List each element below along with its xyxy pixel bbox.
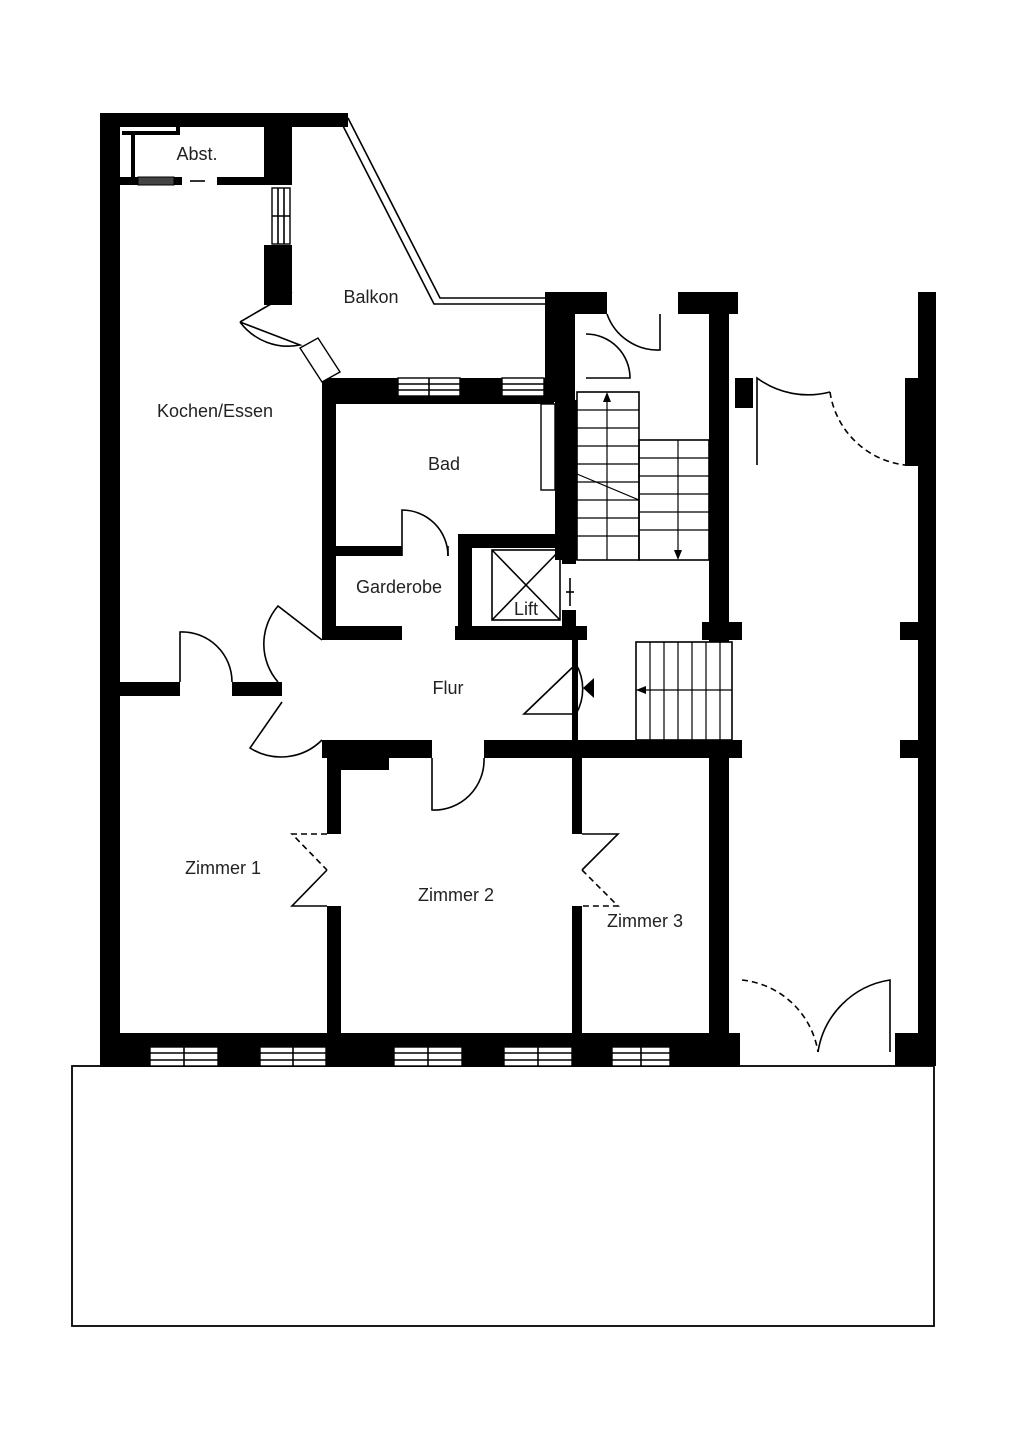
label-flur: Flur (433, 678, 464, 698)
windows (149, 187, 671, 1067)
label-zimmer-3: Zimmer 3 (607, 911, 683, 931)
staircase (576, 391, 733, 741)
exterior-walls (100, 113, 936, 1067)
label-zimmer-2: Zimmer 2 (418, 885, 494, 905)
label-garderobe: Garderobe (356, 577, 442, 597)
balcony-outline (239, 117, 548, 323)
room-labels: Abst. Balkon Kochen/Essen Bad Garderobe … (157, 144, 683, 931)
label-abst: Abst. (176, 144, 217, 164)
label-lift: Lift (514, 599, 538, 619)
terrace-outline (71, 1065, 935, 1327)
lift-shaft (491, 549, 574, 621)
doors (137, 176, 906, 1053)
label-kochen-essen: Kochen/Essen (157, 401, 273, 421)
label-balkon: Balkon (343, 287, 398, 307)
label-bad: Bad (428, 454, 460, 474)
label-zimmer-1: Zimmer 1 (185, 858, 261, 878)
